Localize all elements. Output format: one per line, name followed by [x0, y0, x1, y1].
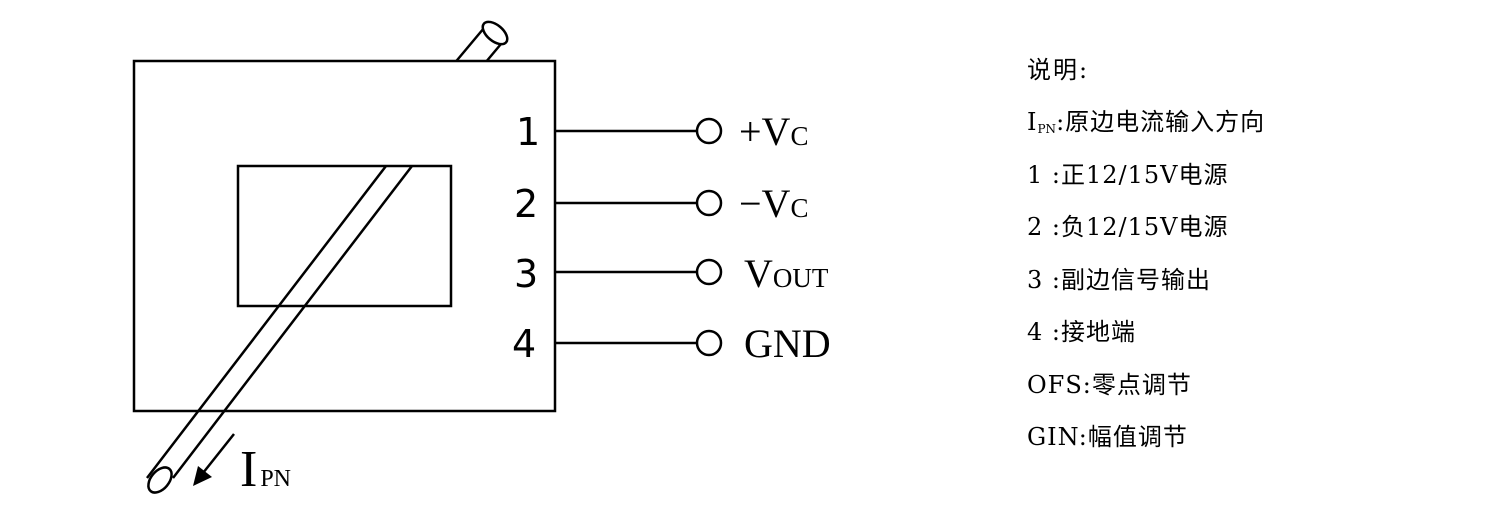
legend-text: :正12/15V电源 — [1051, 160, 1229, 189]
pin-3-number: 3 — [514, 252, 538, 296]
pin-4-label: GND — [744, 321, 831, 366]
pin-4-terminal — [695, 329, 723, 357]
pin-3: 3 VOUT — [514, 251, 829, 296]
legend-key: I — [1027, 108, 1038, 136]
pin-1-label: +VC — [739, 109, 808, 154]
legend-item-pin-2: 2 :负12/15V电源 — [1027, 207, 1265, 260]
pin-4: 4 GND — [512, 321, 831, 366]
legend-text: :负12/15V电源 — [1051, 213, 1229, 241]
legend-key: 2 — [1027, 213, 1052, 241]
legend-item-pin-3: 3 :副边信号输出 — [1027, 260, 1265, 313]
pin-1: 1 +VC — [516, 109, 808, 154]
pin-4-number: 4 — [512, 322, 536, 366]
pin-1-terminal — [695, 117, 723, 145]
legend-text: :零点调节 — [1082, 370, 1192, 399]
legend-key: OFS — [1027, 370, 1083, 399]
legend-key: GIN — [1027, 423, 1079, 451]
legend: 说明: IPN:原边电流输入方向 1 :正12/15V电源 2 :负12/15V… — [1027, 50, 1265, 470]
current-direction-arrow — [193, 433, 235, 486]
sensor-housing — [132, 59, 557, 413]
legend-key-sub: PN — [1037, 122, 1057, 136]
legend-text: :原边电流输入方向 — [1056, 108, 1266, 136]
legend-key: 4 — [1027, 318, 1052, 346]
core-window — [236, 164, 453, 308]
pin-1-number: 1 — [516, 110, 540, 154]
pin-2-number: 2 — [514, 182, 538, 226]
legend-text: :副边信号输出 — [1051, 265, 1211, 294]
pin-3-label: VOUT — [744, 251, 829, 296]
legend-item-pin-4: 4 :接地端 — [1027, 312, 1265, 365]
pin-2-terminal — [695, 189, 723, 217]
legend-key: 3 — [1027, 265, 1052, 294]
legend-item-pin-1: 1 :正12/15V电源 — [1027, 155, 1265, 208]
legend-key: 1 — [1027, 160, 1052, 189]
legend-text: :接地端 — [1051, 318, 1136, 346]
legend-item-ofs: OFS:零点调节 — [1027, 365, 1265, 418]
legend-item-gin: GIN:幅值调节 — [1027, 417, 1265, 470]
legend-text: :幅值调节 — [1078, 423, 1188, 451]
primary-conductor — [146, 165, 413, 494]
pin-2: 2 −VC — [514, 181, 808, 226]
pin-3-terminal — [695, 258, 723, 286]
pin-2-label: −VC — [739, 181, 808, 226]
legend-item-ipn: IPN:原边电流输入方向 — [1027, 102, 1265, 155]
legend-title: 说明: — [1027, 56, 1090, 84]
